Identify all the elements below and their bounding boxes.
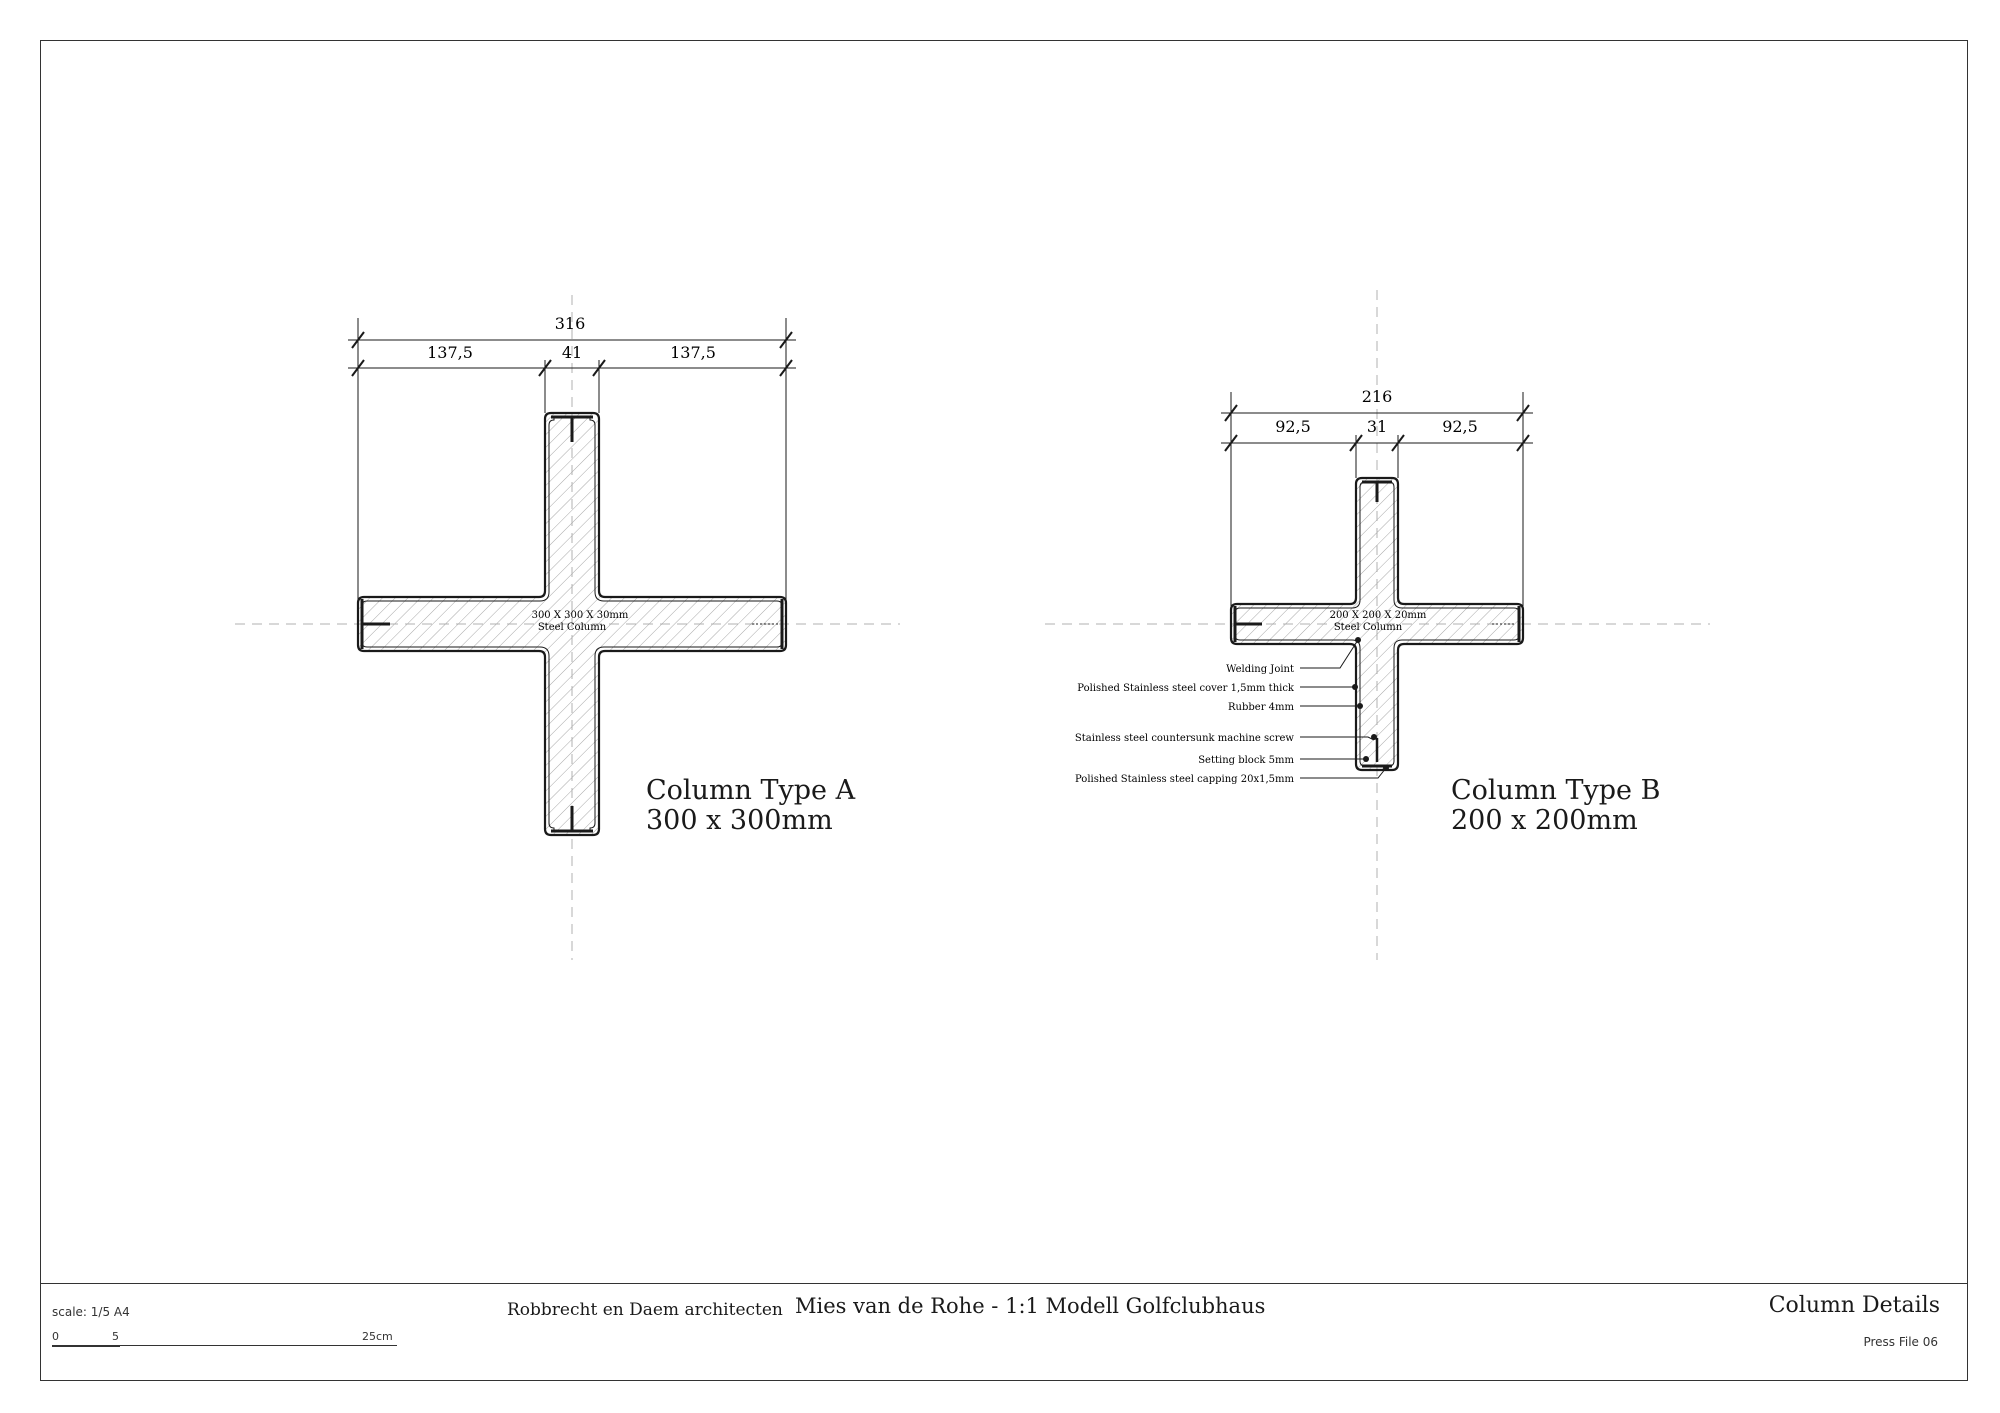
column-b-size: 200 x 200mm xyxy=(1451,805,1638,836)
column-b-title: Column Type B 200 x 200mm xyxy=(1451,776,1660,836)
column-a-name: Column Type A xyxy=(646,775,856,806)
scale-bar-solid xyxy=(52,1345,120,1347)
column-b-outline xyxy=(1229,476,1525,772)
dimensions-b xyxy=(1221,392,1533,606)
dim-b-left: 92,5 xyxy=(1275,417,1311,436)
column-b-name: Column Type B xyxy=(1451,775,1661,806)
scale-label: scale: 1/5 A4 xyxy=(52,1305,130,1319)
column-a-title: Column Type A 300 x 300mm xyxy=(646,776,855,836)
title-block-divider xyxy=(40,1283,1968,1284)
scale-bar: 0 5 25cm xyxy=(52,1330,407,1354)
firm-name: Robbrecht en Daem architecten xyxy=(507,1300,783,1320)
sheet-title: Column Details xyxy=(1768,1293,1940,1318)
column-b-section-label-2: Steel Column xyxy=(1334,622,1403,633)
column-a-section-label-1: 300 X 300 X 30mm xyxy=(532,610,629,621)
column-type-b-drawing: 200 X 200 X 20mm Steel Column 216 92,5 3… xyxy=(1045,290,1710,960)
press-file-number: Press File 06 xyxy=(1863,1335,1938,1349)
dim-a-center: 41 xyxy=(562,343,582,362)
column-type-a-drawing: 300 X 300 X 30mm Steel Column 316 137,5 … xyxy=(235,295,900,960)
project-name: Mies van de Rohe - 1:1 Modell Golfclubha… xyxy=(795,1294,1266,1318)
callout-capping: Polished Stainless steel capping 20x1,5m… xyxy=(1075,774,1295,785)
callout-machine-screw: Stainless steel countersunk machine scre… xyxy=(1075,733,1295,744)
dimensions-a xyxy=(348,318,796,600)
callout-welding-joint: Welding Joint xyxy=(1226,664,1294,675)
scale-tick-5: 5 xyxy=(112,1330,119,1343)
scale-tick-25: 25cm xyxy=(362,1330,393,1343)
dim-b-center: 31 xyxy=(1367,417,1387,436)
column-a-section-label-2: Steel Column xyxy=(538,622,607,633)
dim-a-left: 137,5 xyxy=(427,343,473,362)
scale-bar-line xyxy=(52,1345,397,1346)
callout-stainless-cover: Polished Stainless steel cover 1,5mm thi… xyxy=(1077,683,1295,694)
column-b-section-label-1: 200 X 200 X 20mm xyxy=(1330,610,1427,621)
dim-b-right: 92,5 xyxy=(1442,417,1478,436)
dim-a-overall: 316 xyxy=(555,314,586,333)
dim-a-right: 137,5 xyxy=(670,343,716,362)
column-a-size: 300 x 300mm xyxy=(646,805,833,836)
callout-dots xyxy=(1352,637,1389,771)
dim-b-overall: 216 xyxy=(1362,387,1393,406)
sheet-border xyxy=(40,40,1968,1381)
callout-rubber: Rubber 4mm xyxy=(1228,702,1294,713)
column-a-outline xyxy=(356,411,788,837)
callout-setting-block: Setting block 5mm xyxy=(1198,755,1294,766)
scale-tick-0: 0 xyxy=(52,1330,59,1343)
